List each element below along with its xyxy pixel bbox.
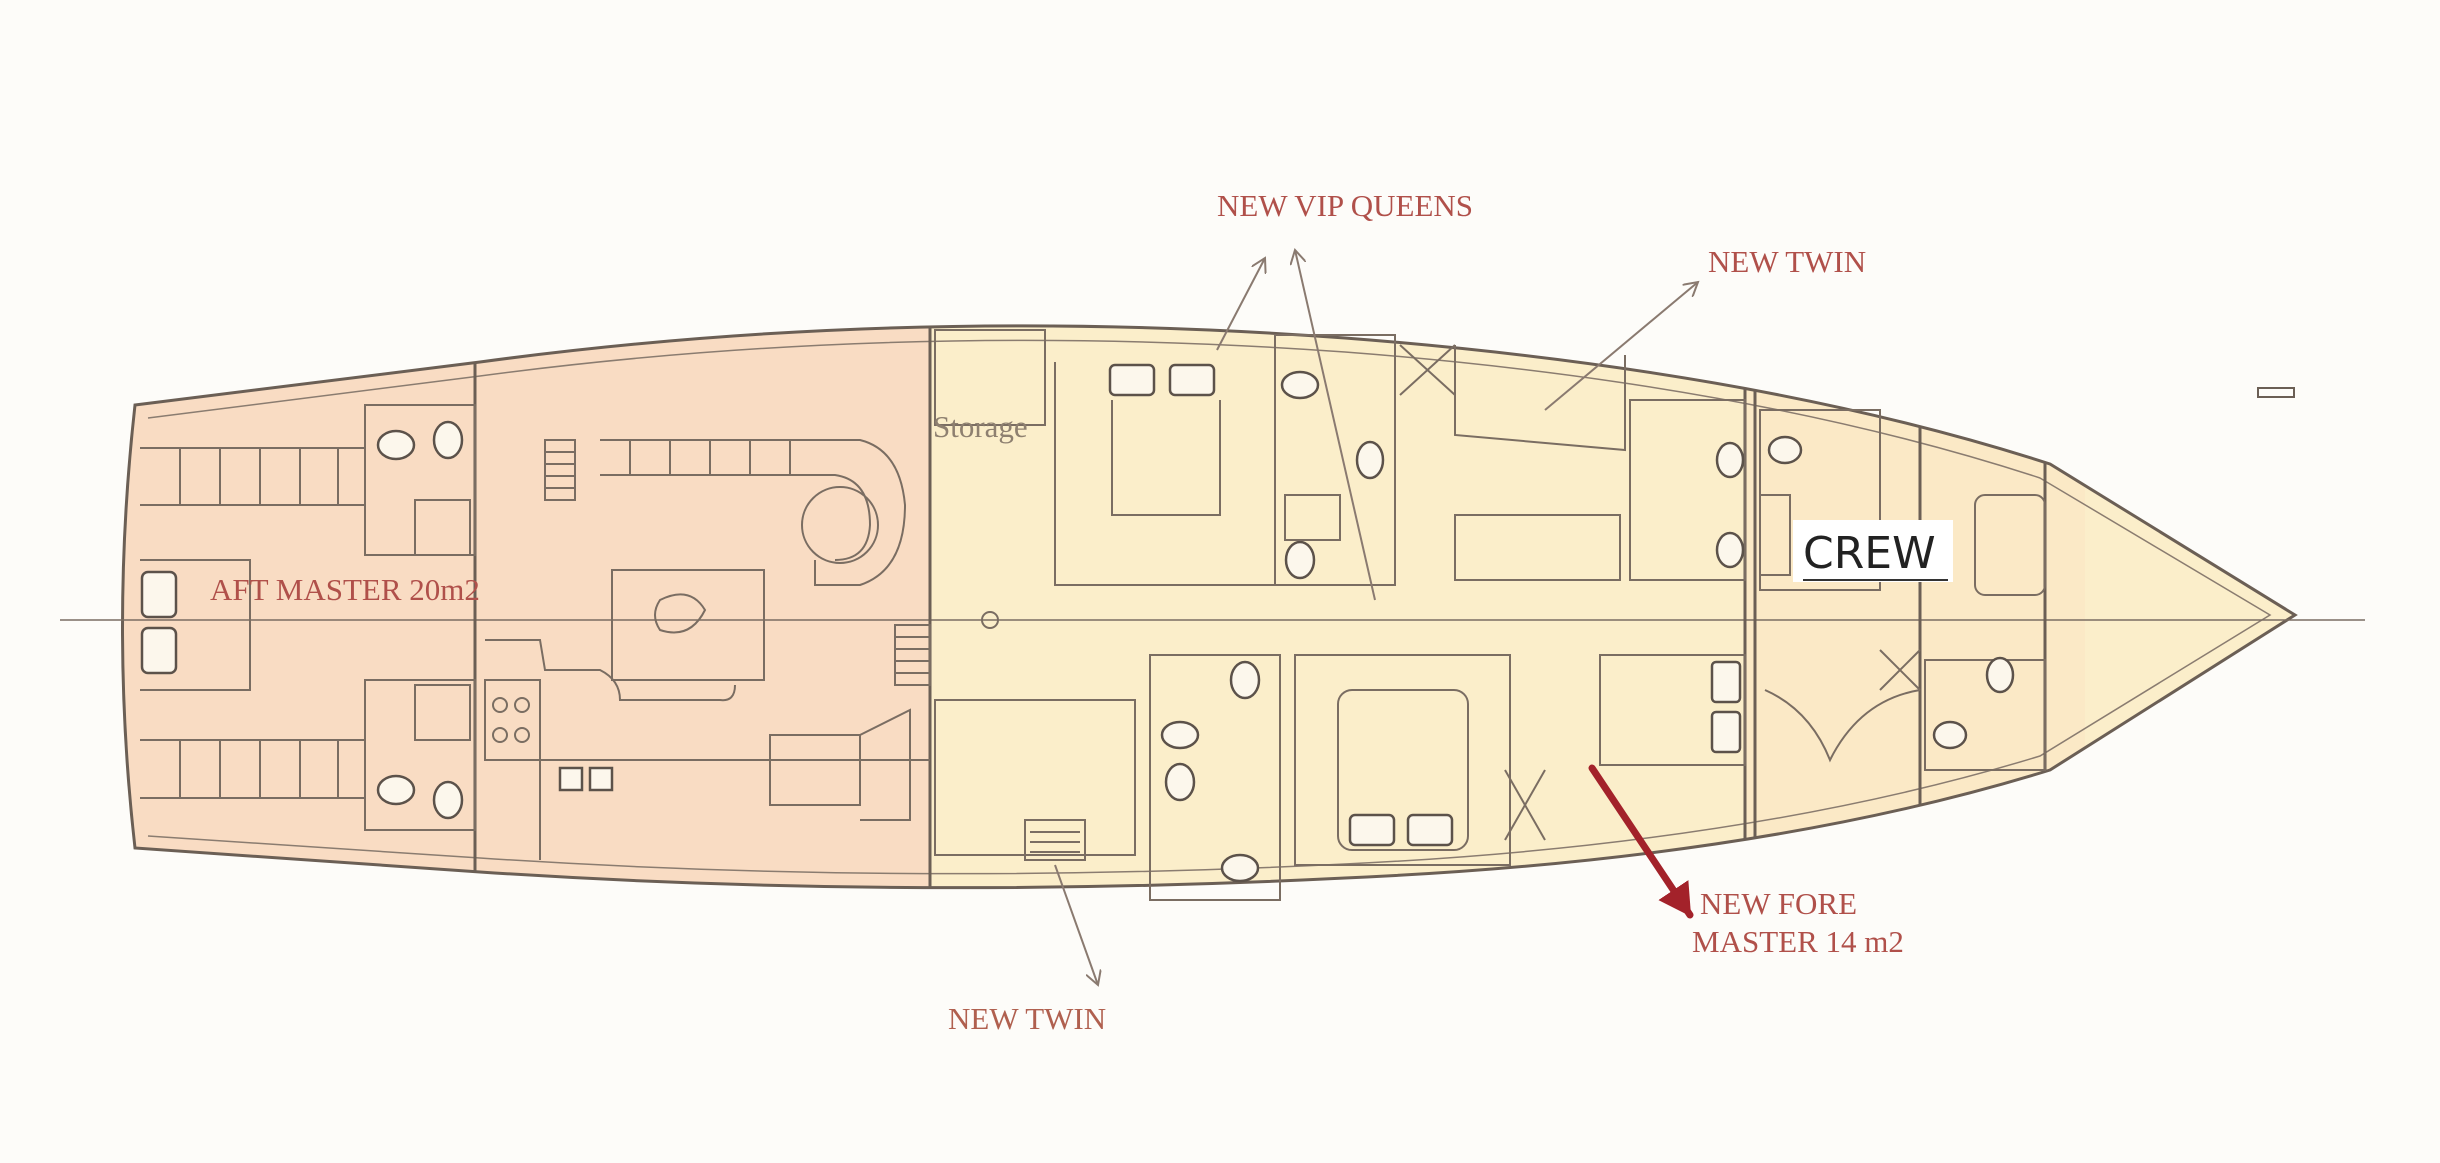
arrow-new-fore-master — [1588, 764, 1694, 919]
twin-head-port — [1629, 399, 1746, 581]
twin-cabin-stbd — [934, 699, 1136, 856]
arrow-vip-left — [1216, 258, 1265, 351]
crew-area — [1759, 409, 2046, 771]
hull — [121, 324, 2298, 890]
storage-room — [934, 329, 1046, 426]
crew-section-shading — [1745, 325, 2085, 888]
galley-sink-1 — [558, 766, 584, 792]
aft-stairs — [544, 439, 576, 501]
aft-master-cabin — [140, 404, 476, 831]
forward-stbd-cabins — [934, 654, 1746, 901]
aft-toilet-stbd — [432, 780, 464, 820]
vip-berth-stbd — [1337, 689, 1469, 851]
aft-pillow-1 — [140, 570, 178, 619]
coffee-table — [611, 569, 765, 681]
vip-pillow-2 — [1168, 363, 1216, 397]
vip-cabin-stbd — [1294, 654, 1511, 866]
twin-cabin-port — [1454, 345, 1626, 452]
vip-heads-port — [1274, 334, 1396, 586]
aft-section-shading — [122, 325, 930, 888]
aft-shower-port — [414, 499, 471, 556]
arrow-vip-right — [1295, 250, 1376, 601]
label-new-fore: NEW FORE — [1700, 886, 1857, 921]
label-new-vip-queens: NEW VIP QUEENS — [1217, 188, 1473, 223]
label-new-twin-top: NEW TWIN — [1708, 244, 1866, 279]
forward-port-cabins — [934, 329, 1746, 586]
aft-lockers-top — [179, 448, 339, 505]
label-aft-master: AFT MASTER 20m2 — [210, 572, 480, 607]
aft-lockers-bottom — [179, 740, 339, 798]
label-new-twin-bottom: NEW TWIN — [948, 1001, 1106, 1036]
saloon-table — [801, 486, 879, 564]
aft-shower-stbd — [414, 684, 471, 741]
galley-sink-2 — [588, 766, 614, 792]
annotation-arrows — [1054, 250, 1698, 985]
arrow-new-twin-bottom — [1054, 864, 1098, 985]
saloon-sofa — [600, 439, 907, 586]
aft-berth — [140, 559, 251, 691]
stbd-heads — [1149, 654, 1281, 901]
aft-basin-port — [376, 429, 416, 461]
aft-pillow-2 — [140, 626, 178, 675]
label-master-area: MASTER 14 m2 — [1692, 924, 1904, 959]
aft-toilet-port — [432, 420, 464, 460]
aft-head-stbd — [364, 679, 476, 831]
arrow-new-twin-top — [1544, 282, 1698, 411]
label-storage: Storage — [933, 409, 1028, 444]
saloon — [484, 439, 999, 860]
mast-step — [981, 611, 999, 629]
fore-master-cabin — [1599, 654, 1746, 766]
galley-counter — [769, 734, 861, 806]
label-crew: CREW — [1803, 528, 1936, 579]
scale-mark — [2257, 387, 2295, 398]
vip-pillow-1 — [1108, 363, 1156, 397]
fwd-stairs — [894, 624, 931, 686]
aft-basin-stbd — [376, 774, 416, 806]
crew-label-box — [1793, 520, 1953, 582]
